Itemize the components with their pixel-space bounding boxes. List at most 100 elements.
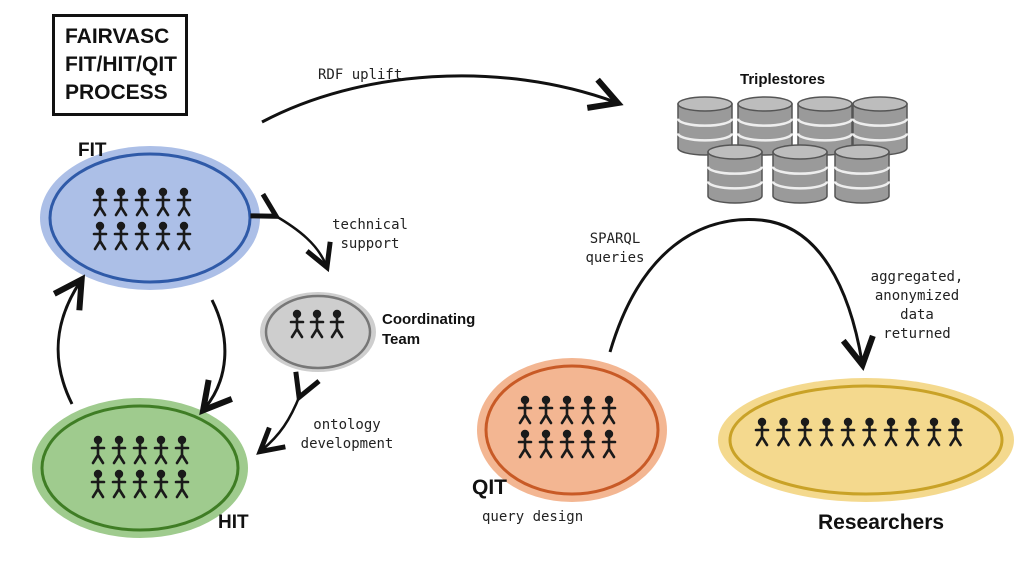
returned-line-2: anonymized [874, 288, 960, 304]
coordinating-team-label: Coordinating Team [382, 310, 475, 350]
ontology-development-annotation: ontology development [292, 416, 402, 454]
person-icon [92, 221, 108, 251]
researchers-outline [728, 384, 1004, 496]
coordinating-label-line-2: Team [382, 331, 421, 348]
person-icon [111, 469, 127, 499]
hit-outline [40, 404, 240, 532]
technical-support-annotation: technical support [330, 216, 410, 254]
person-icon [517, 395, 533, 425]
person-icon [113, 221, 129, 251]
database-icon [736, 96, 794, 156]
person-icon [134, 187, 150, 217]
ontology-development-arrow [262, 395, 300, 450]
person-icon [559, 395, 575, 425]
database-icon [771, 144, 829, 204]
person-icon [113, 187, 129, 217]
person-icon [580, 395, 596, 425]
person-icon [754, 417, 770, 447]
technical-support-arrow [274, 215, 326, 265]
person-icon [776, 417, 791, 447]
ontology-line-2: development [300, 436, 394, 452]
database-icon [706, 144, 764, 204]
person-icon [580, 429, 596, 459]
person-icon [948, 417, 963, 447]
person-icon [559, 429, 575, 459]
person-icon [309, 309, 325, 339]
hit-group [32, 398, 248, 538]
database-icon [833, 144, 891, 204]
sparql-line-1: SPARQL [589, 231, 641, 247]
person-icon [174, 435, 190, 465]
sparql-query-arrow [608, 218, 862, 362]
person-icon [601, 395, 617, 425]
sparql-queries-annotation: SPARQL queries [575, 230, 655, 268]
researchers-label: Researchers [818, 511, 945, 534]
qit-people [517, 395, 617, 459]
person-icon [155, 187, 171, 217]
hit-wash [32, 398, 248, 538]
researchers-people [754, 417, 963, 447]
person-icon [840, 417, 856, 447]
fit-group [40, 146, 260, 290]
returned-line-3: data [900, 307, 934, 323]
researchers-group [718, 378, 1014, 502]
researchers-wash [718, 378, 1014, 502]
triplestores-label: Triplestores [740, 71, 826, 88]
fit-people [92, 187, 192, 251]
database-icon [676, 96, 734, 156]
person-icon [176, 221, 192, 251]
qit-label: QIT [472, 476, 507, 499]
coordinating-people [289, 309, 345, 339]
person-icon [862, 417, 877, 447]
technical-support-line-2: support [340, 236, 400, 252]
triplestores-stack [676, 96, 909, 204]
coordinating-label-line-1: Coordinating [382, 311, 476, 328]
sparql-line-2: queries [585, 250, 645, 266]
coordinating-outline [264, 294, 372, 370]
hit-label: HIT [218, 512, 249, 533]
aggregated-data-annotation: aggregated, anonymized data returned [862, 268, 972, 344]
person-icon [926, 417, 942, 447]
coordinating-group [260, 292, 376, 372]
person-icon [132, 469, 148, 499]
title-line-3: PROCESS [65, 81, 168, 104]
ontology-line-1: ontology [313, 417, 381, 433]
qit-outline [484, 364, 660, 496]
person-icon [153, 435, 169, 465]
fit-to-hit-arrow [205, 299, 225, 408]
person-icon [538, 395, 554, 425]
person-icon [153, 469, 169, 499]
person-icon [905, 417, 920, 447]
person-icon [132, 435, 148, 465]
fit-label: FIT [78, 140, 107, 161]
person-icon [176, 187, 192, 217]
returned-line-4: returned [883, 326, 951, 342]
returned-line-1: aggregated, [870, 269, 964, 285]
person-icon [289, 309, 305, 339]
query-design-annotation: query design [482, 509, 584, 525]
person-icon [601, 429, 617, 459]
person-icon [155, 221, 171, 251]
person-icon [797, 417, 813, 447]
person-icon [517, 429, 533, 459]
person-icon [329, 309, 345, 339]
qit-wash [477, 358, 667, 502]
title-line-1: FAIRVASC [65, 25, 170, 48]
person-icon [819, 417, 834, 447]
diagram-title-box: FAIRVASC FIT/HIT/QIT PROCESS [52, 14, 188, 116]
person-icon [174, 469, 190, 499]
person-icon [883, 417, 899, 447]
title-line-2: FIT/HIT/QIT [65, 53, 177, 76]
person-icon [90, 435, 106, 465]
rdf-uplift-annotation: RDF uplift [318, 67, 403, 83]
person-icon [92, 187, 108, 217]
technical-support-line-1: technical [332, 217, 408, 233]
hit-people [90, 435, 190, 499]
person-icon [90, 469, 106, 499]
fit-wash [40, 146, 260, 290]
qit-group [477, 358, 667, 502]
rdf-uplift-arrow [261, 74, 615, 124]
person-icon [111, 435, 127, 465]
fit-outline [48, 152, 252, 284]
